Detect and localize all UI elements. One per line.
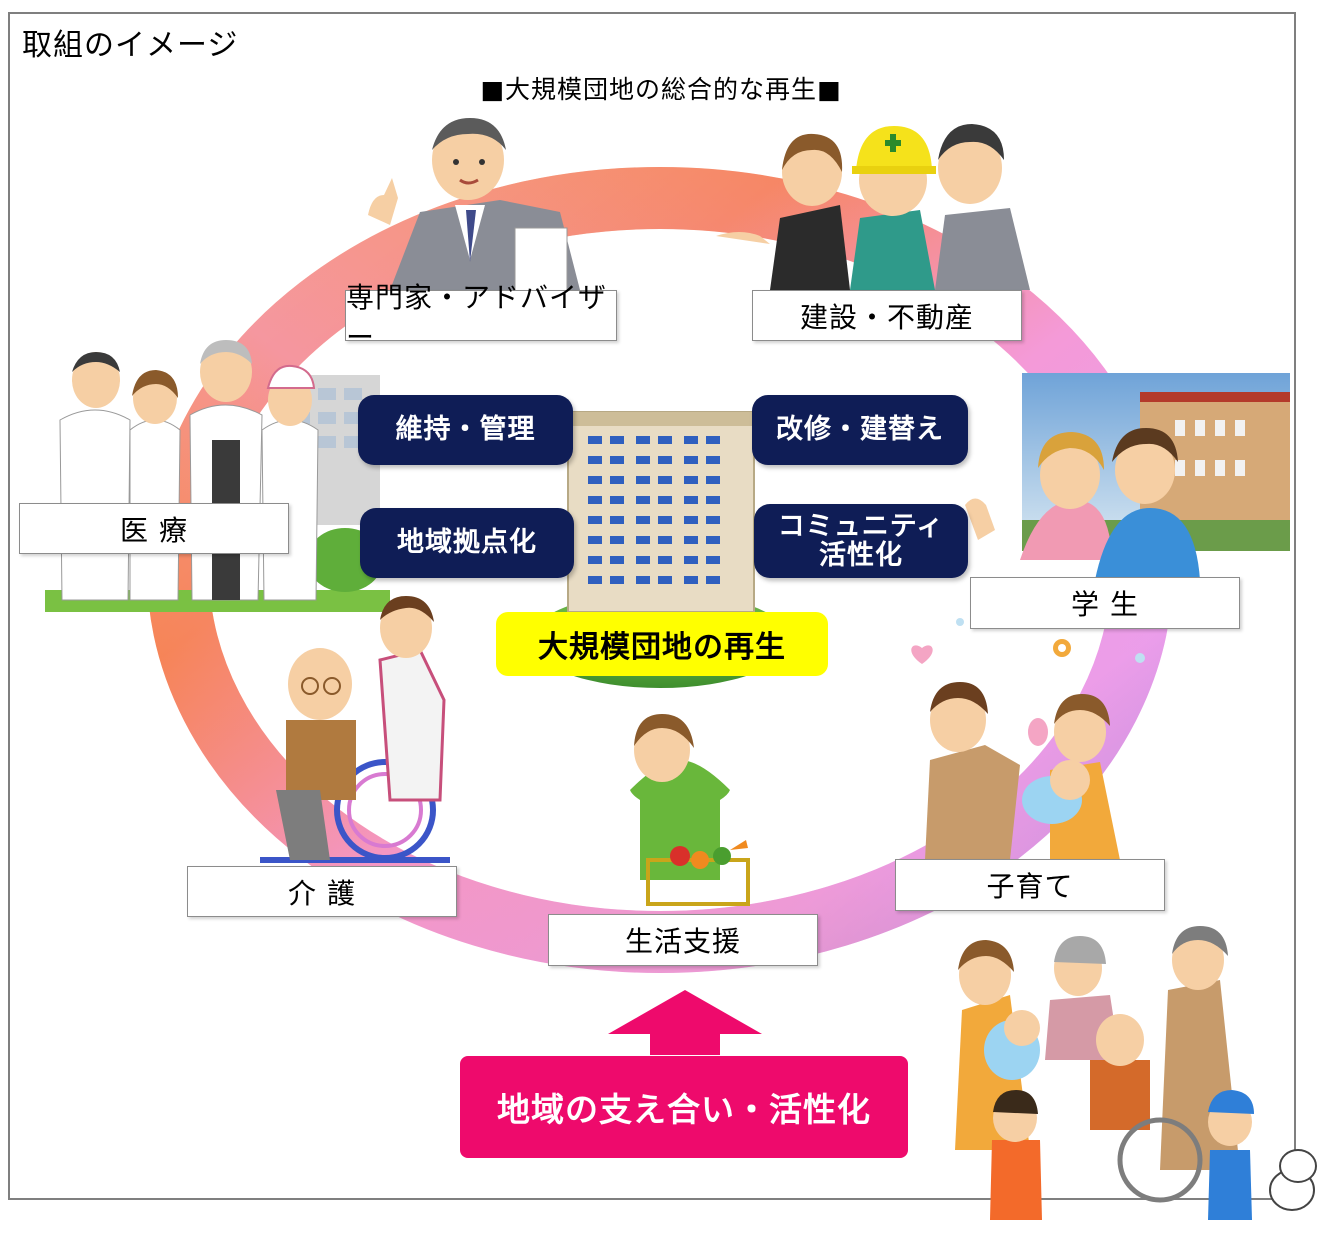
decorative-heart-icon xyxy=(911,645,933,664)
action-regional-hub: 地域拠点化 xyxy=(360,508,574,578)
action-community-revitalization: コミュニティ 活性化 xyxy=(754,504,968,578)
diagram-subtitle: ■大規模団地の総合的な再生■ xyxy=(480,75,842,104)
decorative-flower-icon xyxy=(1053,639,1071,657)
childcare-illustration xyxy=(925,682,1120,860)
label-life-support: 生活支援 xyxy=(548,914,818,966)
action-renovation-rebuilding: 改修・建替え xyxy=(752,395,968,465)
action-maintenance-management: 維持・管理 xyxy=(358,395,573,465)
life-support-illustration xyxy=(630,714,750,906)
label-medical: 医 療 xyxy=(19,503,289,554)
up-arrow-icon xyxy=(608,990,762,1055)
label-construction-realestate: 建設・不動産 xyxy=(752,290,1022,341)
medical-staff-illustration xyxy=(45,340,390,612)
label-experts: 専門家・アドバイザー xyxy=(345,281,617,354)
bottom-banner: 地域の支え合い・活性化 xyxy=(460,1056,908,1158)
expert-adviser-illustration xyxy=(368,118,580,295)
label-care: 介 護 xyxy=(187,866,457,917)
corner-title: 取組のイメージ xyxy=(22,28,239,63)
community-family-illustration xyxy=(955,926,1317,1220)
label-childcare: 子育て xyxy=(895,859,1165,911)
center-goal-label: 大規模団地の再生 xyxy=(496,612,828,676)
construction-realestate-illustration xyxy=(716,124,1030,290)
care-illustration xyxy=(260,596,450,863)
label-students: 学 生 xyxy=(970,577,1240,629)
students-photo xyxy=(965,373,1290,580)
